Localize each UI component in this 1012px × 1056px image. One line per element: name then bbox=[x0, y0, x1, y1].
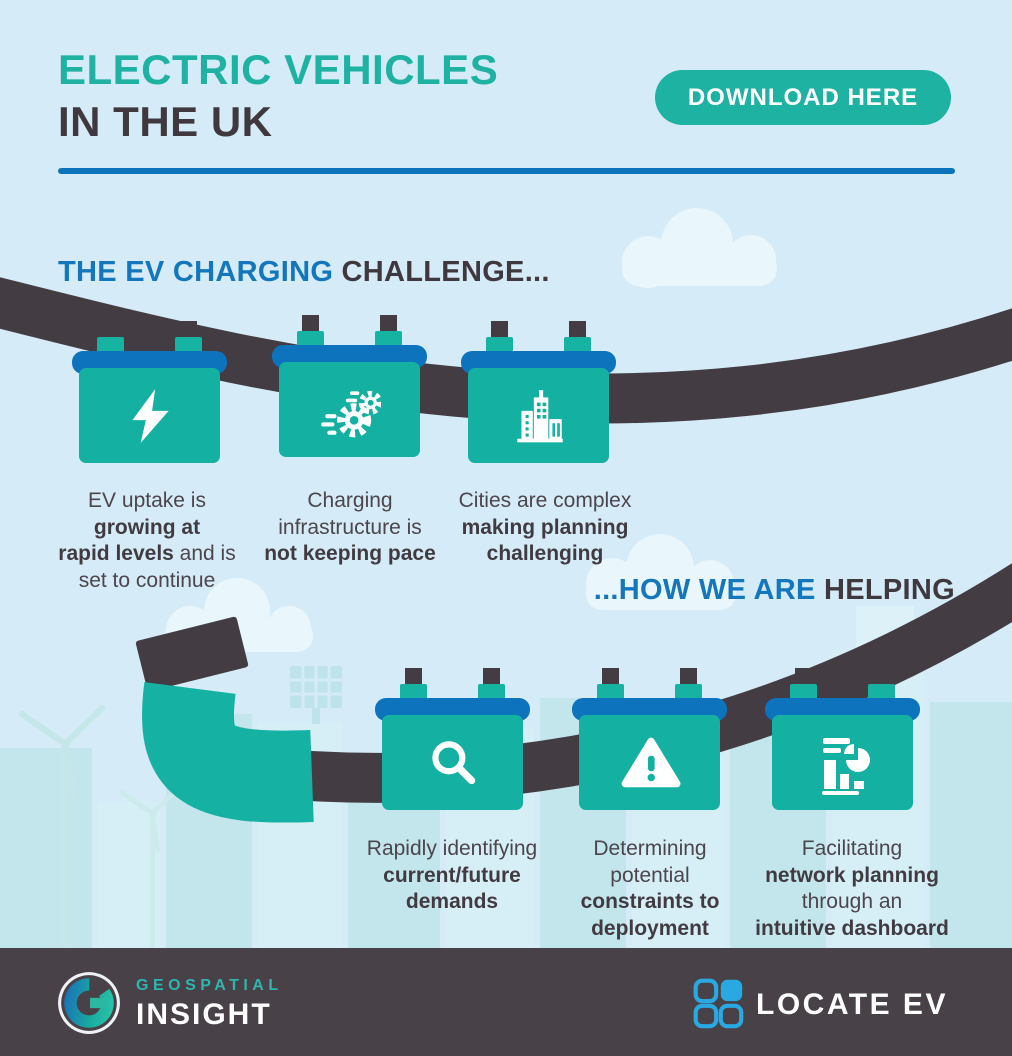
page-title-accent: ELECTRIC VEHICLES bbox=[58, 46, 499, 93]
caption-line: challenging bbox=[486, 542, 604, 565]
dashboard-icon bbox=[821, 737, 870, 795]
battery-identify-demand bbox=[375, 668, 530, 810]
locate-ev-wordmark: LOCATE EV bbox=[756, 988, 948, 1021]
caption-line: rapid levels and is bbox=[58, 542, 236, 565]
battery-terminal bbox=[400, 684, 427, 700]
page-title: ELECTRIC VEHICLES IN THE UK bbox=[58, 44, 498, 148]
caption-line: Cities are complex bbox=[458, 489, 632, 512]
challenge-heading-accent: THE EV CHARGING bbox=[58, 256, 342, 288]
city-icon bbox=[516, 389, 563, 442]
battery-terminal bbox=[297, 331, 324, 347]
caption-line: Charging bbox=[307, 489, 393, 512]
caption-line: EV uptake is bbox=[88, 489, 206, 512]
battery-body bbox=[279, 362, 420, 457]
battery-terminal bbox=[564, 337, 591, 353]
caption-line: constraints to bbox=[580, 890, 720, 913]
caption-ev-uptake: EV uptake is growing at rapid levels and i… bbox=[32, 488, 262, 594]
warning-icon bbox=[621, 737, 680, 787]
download-button[interactable]: DOWNLOAD HERE bbox=[655, 70, 951, 125]
caption-line: making planning bbox=[461, 515, 629, 539]
cloud bbox=[622, 208, 777, 288]
caption-line: infrastructure is bbox=[278, 515, 422, 539]
caption-line: potential bbox=[610, 863, 690, 887]
battery-ev-uptake bbox=[72, 321, 227, 463]
cloud bbox=[586, 534, 736, 610]
helping-heading-dark: HELPING bbox=[824, 574, 955, 606]
challenge-heading: THE EV CHARGING CHALLENGE... bbox=[58, 256, 550, 289]
insight-label: INSIGHT bbox=[136, 998, 272, 1031]
battery-terminal bbox=[868, 684, 895, 700]
battery-body bbox=[468, 368, 609, 463]
caption-line: Rapidly identifying bbox=[366, 837, 538, 860]
caption-line: Determining bbox=[593, 837, 707, 860]
lightning-icon bbox=[131, 388, 169, 443]
solar-panel-icon bbox=[290, 666, 342, 724]
battery-terminal bbox=[486, 337, 513, 353]
geospatial-insight-logo-icon bbox=[58, 972, 120, 1034]
caption-dashboard: Facilitating network planning through an in… bbox=[737, 836, 967, 942]
caption-line: growing at bbox=[93, 515, 201, 539]
caption-line: deployment bbox=[591, 916, 709, 940]
wind-turbine-icon bbox=[19, 705, 105, 948]
gears-icon bbox=[320, 390, 381, 437]
caption-line: current/future bbox=[383, 863, 521, 887]
magnifier-icon bbox=[431, 740, 475, 784]
geospatial-insight-wordmark: GEOSPATIAL INSIGHT bbox=[136, 977, 283, 1032]
battery-dashboard bbox=[765, 668, 920, 810]
footer-bar bbox=[0, 948, 1012, 1056]
caption-constraints: Determining potential constraints to deploy… bbox=[535, 836, 765, 942]
caption-line: set to continue bbox=[78, 568, 216, 592]
battery-infrastructure bbox=[272, 315, 427, 457]
helping-heading: ...HOW WE ARE HELPING bbox=[594, 574, 955, 607]
header-divider bbox=[58, 168, 955, 174]
geospatial-label: GEOSPATIAL bbox=[136, 977, 283, 994]
caption-cities: Cities are complex making planning challen… bbox=[430, 488, 660, 568]
caption-line: Facilitating bbox=[801, 837, 903, 860]
caption-line: through an bbox=[801, 890, 903, 913]
battery-body bbox=[79, 368, 220, 463]
battery-terminal bbox=[375, 331, 402, 347]
helping-heading-accent: ...HOW WE ARE bbox=[593, 574, 824, 606]
battery-terminal bbox=[175, 337, 202, 353]
battery-body bbox=[579, 715, 720, 810]
battery-body bbox=[382, 715, 523, 810]
battery-terminal bbox=[675, 684, 702, 700]
battery-terminal bbox=[790, 684, 817, 700]
locate-ev-logo-icon bbox=[693, 978, 744, 1029]
caption-line: not keeping pace bbox=[264, 542, 436, 565]
caption-infrastructure: Charging infrastructure is not keeping pac… bbox=[235, 488, 465, 568]
caption-line: demands bbox=[405, 890, 499, 913]
battery-constraints bbox=[572, 668, 727, 810]
challenge-heading-dark: CHALLENGE... bbox=[341, 256, 550, 288]
battery-terminal bbox=[597, 684, 624, 700]
caption-line: intuitive dashboard bbox=[755, 916, 949, 940]
battery-body bbox=[772, 715, 913, 810]
battery-terminal bbox=[97, 337, 124, 353]
caption-line: network planning bbox=[765, 863, 939, 887]
page-title-dark: IN THE UK bbox=[58, 98, 273, 145]
caption-identify-demand: Rapidly identifying current/future demands bbox=[337, 836, 567, 916]
battery-terminal bbox=[478, 684, 505, 700]
battery-cities bbox=[461, 321, 616, 463]
ev-plug bbox=[135, 616, 314, 823]
